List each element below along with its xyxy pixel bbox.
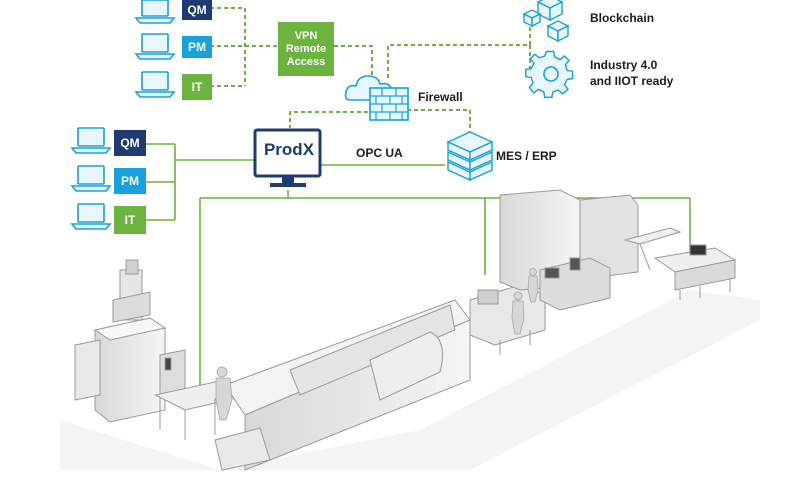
prodx-monitor-icon — [253, 128, 322, 187]
laptop-icon-local-pm — [70, 165, 112, 192]
industry-label-line1: Industry 4.0 — [590, 58, 658, 72]
industry-label-line2: and IIOT ready — [590, 74, 674, 88]
operator-figure-1 — [215, 366, 233, 421]
floor-shadow — [60, 290, 760, 470]
gear-icon — [525, 50, 574, 99]
production-line-machinery — [74, 189, 737, 471]
firewall-icon — [369, 87, 409, 121]
laptop-icon-local-it — [70, 203, 112, 230]
firewall-label: Firewall — [418, 90, 463, 104]
remote-pm-box: PM — [182, 36, 212, 58]
blockchain-label: Blockchain — [590, 11, 655, 25]
operator-figure-3 — [527, 268, 539, 303]
remote-it-box: IT — [182, 74, 212, 100]
laptop-icon-remote-it — [134, 71, 176, 98]
laptop-icon-remote-pm — [134, 33, 176, 60]
local-qm-box: QM — [114, 130, 146, 156]
vpn-line-3: Access — [286, 55, 326, 68]
mes-erp-label: MES / ERP — [496, 149, 557, 163]
remote-qm-box: QM — [182, 0, 212, 20]
laptop-icon-remote-qm — [134, 0, 176, 24]
local-it-box: IT — [114, 206, 146, 234]
prodx-logo-text: ProdX — [263, 140, 315, 159]
opc-ua-label: OPC UA — [356, 146, 403, 160]
operator-figure-2 — [511, 291, 525, 335]
remote-connection-lines — [210, 7, 531, 135]
vpn-line-1: VPN — [294, 29, 318, 42]
local-pm-box: PM — [114, 168, 146, 194]
blockchain-icon — [522, 0, 570, 43]
vpn-line-2: Remote — [285, 42, 327, 55]
vpn-remote-access-box: VPN Remote Access — [278, 22, 334, 76]
laptop-icon-local-qm — [70, 127, 112, 154]
server-icon — [446, 131, 494, 182]
